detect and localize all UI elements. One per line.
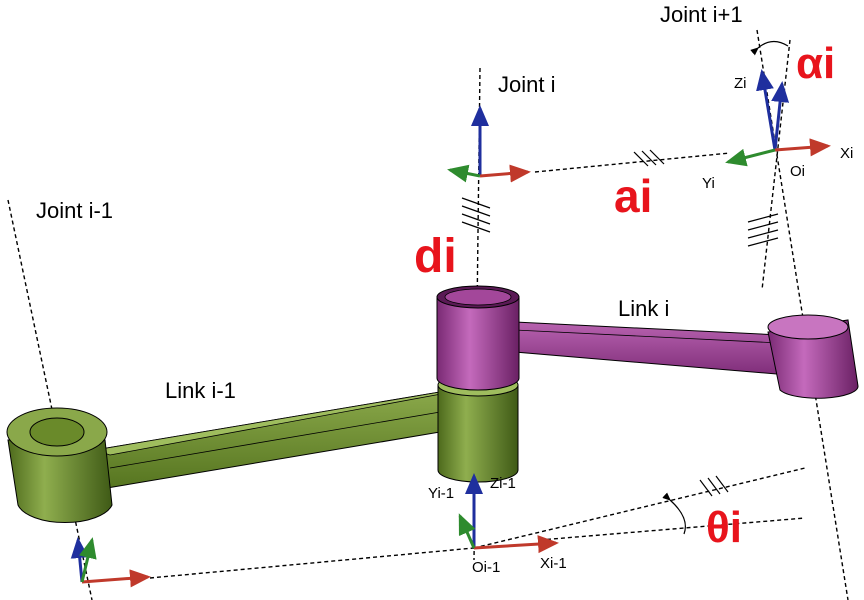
alpha-arc <box>750 40 789 56</box>
link-prev-label: Link i-1 <box>165 378 236 403</box>
x-prev-extension <box>149 547 475 579</box>
frame-joint-prev <box>70 537 151 588</box>
link-i-label: Link i <box>618 296 669 321</box>
joint-prev-axis <box>7 199 93 600</box>
frame-i-origin-label: Oi <box>790 163 805 180</box>
param-d-label: di <box>414 230 457 283</box>
joint-i-label: Joint i <box>498 72 555 97</box>
frame-prev-x-label: Xi-1 <box>540 555 567 572</box>
param-a-label: ai <box>614 170 652 222</box>
frame-i-x-label: Xi <box>840 145 853 162</box>
parallel-hatch-marks <box>461 149 779 497</box>
common-normal-line <box>534 152 731 173</box>
joint-prev-label: Joint i-1 <box>36 198 113 223</box>
frame-i <box>725 69 831 167</box>
link-prev-body <box>6 373 519 523</box>
param-theta-label: θi <box>706 503 742 552</box>
link-i-body <box>436 285 859 399</box>
joint-next-label: Joint i+1 <box>660 2 743 27</box>
frame-prev <box>458 473 559 554</box>
joint-next-axis-2 <box>761 39 791 291</box>
frame-joint-i-top <box>447 105 531 183</box>
frame-i-z-label: Zi <box>734 75 747 92</box>
frame-prev-z-label: Zi-1 <box>490 475 516 492</box>
theta-ref-line-1 <box>473 467 806 549</box>
frame-i-y-label: Yi <box>702 175 715 192</box>
frame-prev-origin-label: Oi-1 <box>472 559 500 576</box>
param-alpha-label: αi <box>796 39 835 88</box>
theta-ref-line-2 <box>539 517 806 541</box>
frame-prev-y-label: Yi-1 <box>428 485 454 502</box>
theta-arc <box>662 492 686 535</box>
